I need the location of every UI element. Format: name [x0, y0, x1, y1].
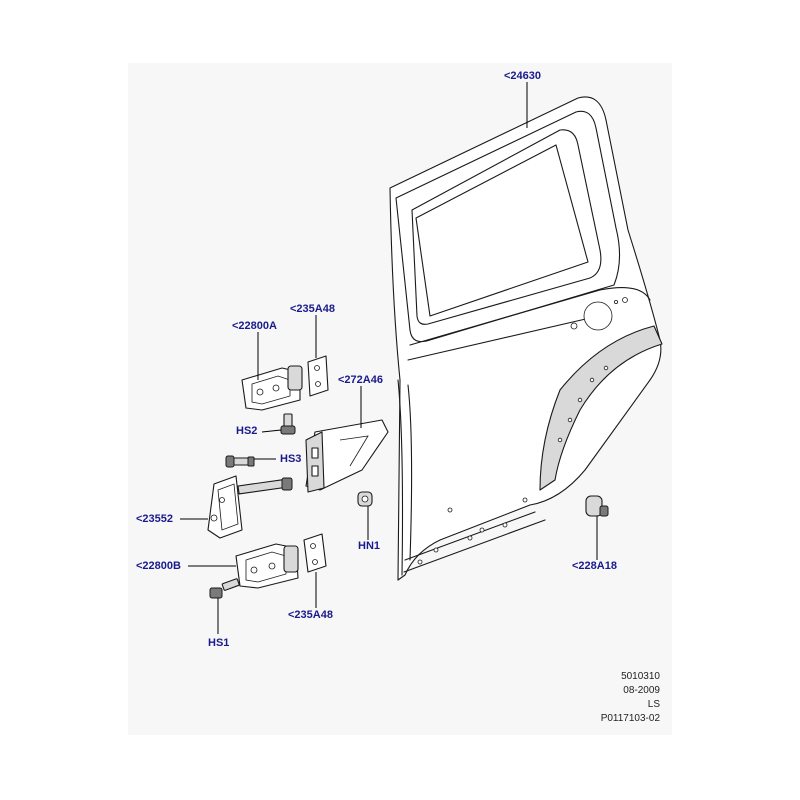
callout-272a46[interactable]: <272A46: [338, 374, 383, 386]
door-seal: [305, 419, 389, 493]
upper-shim: [307, 355, 329, 397]
callout-235a48-lower[interactable]: <235A48: [288, 609, 333, 621]
reference-line-3: LS: [647, 699, 660, 710]
bolt-hs1: [209, 578, 240, 599]
callout-hs1[interactable]: HS1: [208, 637, 230, 649]
lower-hinge: [235, 543, 299, 589]
callout-228a18[interactable]: <228A18: [572, 560, 617, 572]
reference-line-1: 5010310: [621, 671, 660, 682]
callout-22800a[interactable]: <22800A: [232, 320, 277, 332]
callout-hs2[interactable]: HS2: [236, 425, 258, 437]
diagram-reference-block: 5010310 08-2009 LS P0117103-02: [601, 670, 660, 726]
callout-hn1[interactable]: HN1: [358, 540, 381, 552]
bolt-hs2: [280, 413, 296, 435]
door-shell: [389, 96, 663, 581]
bolt-hs3: [225, 455, 255, 468]
callout-24630[interactable]: <24630: [504, 70, 542, 82]
upper-hinge: [241, 365, 303, 411]
reference-line-2: 08-2009: [623, 685, 660, 696]
callout-23552[interactable]: <23552: [136, 513, 174, 525]
callout-235a48-upper[interactable]: <235A48: [290, 303, 335, 315]
lower-shim: [303, 533, 327, 573]
check-strap: [207, 475, 293, 539]
nut-hn1: [357, 491, 373, 507]
reference-line-4: P0117103-02: [600, 713, 660, 724]
callout-22800b[interactable]: <22800B: [136, 560, 181, 572]
door-bumper: [585, 495, 609, 517]
leader-lines: [180, 82, 598, 634]
callout-hs3[interactable]: HS3: [280, 453, 302, 465]
